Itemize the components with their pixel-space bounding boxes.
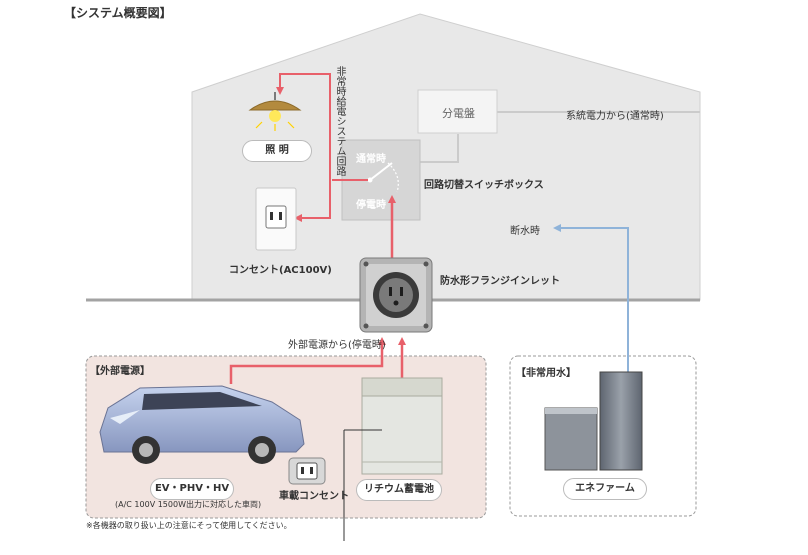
outage-time-label: 停電時	[356, 200, 386, 211]
ene-farm-icon	[544, 371, 643, 471]
flange-inlet-icon	[359, 257, 433, 333]
page-title: 【システム概要図】	[64, 6, 172, 20]
car-outlet-icon	[288, 457, 326, 485]
car-outlet-label: 車載コンセント	[279, 491, 349, 502]
inlet-label: 防水形フランジインレット	[440, 276, 560, 287]
lamp-icon	[248, 92, 302, 131]
battery-icon	[361, 377, 443, 475]
distribution-board-box	[417, 89, 498, 134]
outlet-icon	[255, 187, 297, 251]
outlet-label: コンセント(AC100V)	[229, 265, 332, 276]
switch-dashed-arc	[387, 162, 399, 193]
lithium-battery-label: リチウム蓄電池	[356, 479, 442, 501]
emergency-water-title: 【非常用水】	[516, 368, 576, 379]
grid-power-label: 系統電力から(通常時)	[566, 111, 664, 122]
ev-note: (A/C 100V 1500W出力に対応した車両)	[115, 500, 262, 509]
normal-time-label: 通常時	[356, 154, 386, 165]
switch-pivot	[367, 177, 373, 183]
water-line	[553, 224, 629, 372]
switch-lever	[369, 162, 393, 181]
car-icon	[99, 385, 305, 464]
external-power-title: 【外部電源】	[90, 366, 150, 377]
lighting-label: 照 明	[242, 140, 312, 162]
ev-label: EV・PHV・HV	[150, 478, 234, 500]
ev-to-inlet-line	[229, 337, 386, 384]
switch-box-label: 回路切替スイッチボックス	[424, 180, 544, 191]
outlet-feed-line	[294, 178, 331, 222]
ene-farm-label: エネファーム	[563, 478, 647, 500]
vertical-circuit-label: 非常時給電システム回路	[334, 66, 345, 176]
footnote: ※各機器の取り扱い上の注意にそって使用してください。	[86, 521, 292, 530]
distribution-board-label: 分電盤	[442, 107, 475, 120]
lighting-feed-line	[276, 73, 331, 180]
external-from-label: 外部電源から(停電時)	[288, 340, 386, 351]
water-outage-label: 断水時	[510, 226, 540, 237]
board-to-switch-line	[404, 134, 459, 163]
